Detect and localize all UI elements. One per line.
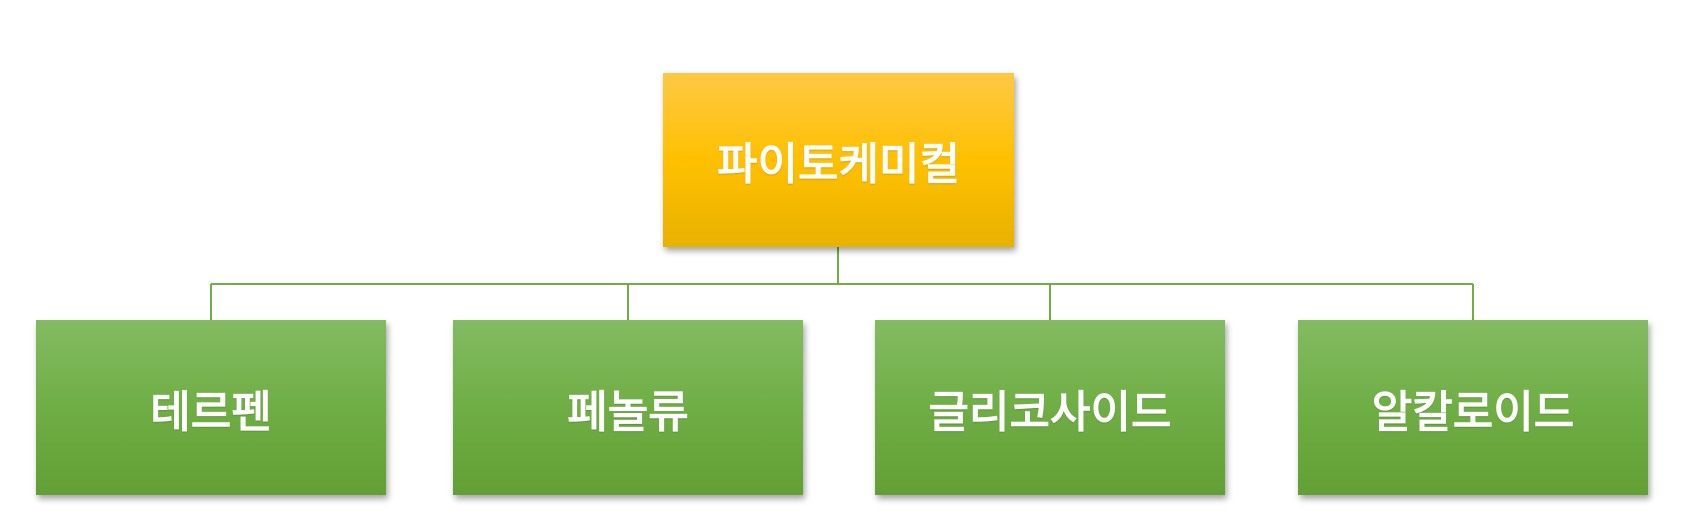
child-node-label: 테르펜 [150, 386, 272, 438]
child-node-label: 페놀류 [567, 386, 689, 438]
child-node-label: 알칼로이드 [1371, 386, 1575, 438]
root-node-label: 파이토케미컬 [717, 139, 960, 190]
root-node: 파이토케미컬 [663, 73, 1014, 247]
child-node-terpene: 테르펜 [36, 320, 386, 495]
child-node-phenol: 페놀류 [453, 320, 803, 495]
child-node-glycoside: 글리코사이드 [875, 320, 1225, 495]
child-node-alkaloid: 알칼로이드 [1298, 320, 1648, 495]
child-node-label: 글리코사이드 [928, 386, 1172, 438]
